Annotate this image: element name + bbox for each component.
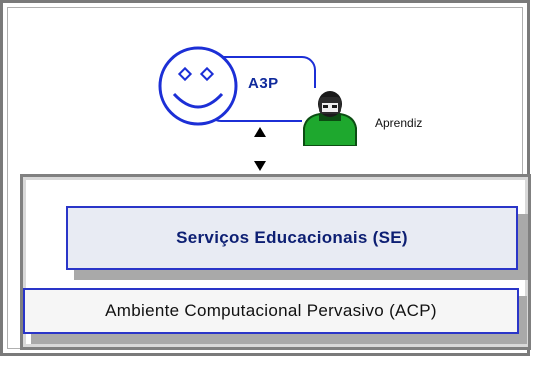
environment-layer-box: Ambiente Computacional Pervasivo (ACP) xyxy=(23,288,519,334)
person-avatar-icon xyxy=(302,88,358,146)
smiley-face-icon xyxy=(158,46,238,126)
agent-label: A3P xyxy=(248,75,279,92)
services-layer-box: Serviços Educacionais (SE) xyxy=(66,206,518,270)
environment-layer-label: Ambiente Computacional Pervasivo (ACP) xyxy=(105,301,437,320)
arrow-down-icon xyxy=(254,161,266,171)
services-layer-label: Serviços Educacionais (SE) xyxy=(176,228,408,247)
arrow-up-icon xyxy=(254,127,266,137)
learner-label: Aprendiz xyxy=(375,116,423,130)
